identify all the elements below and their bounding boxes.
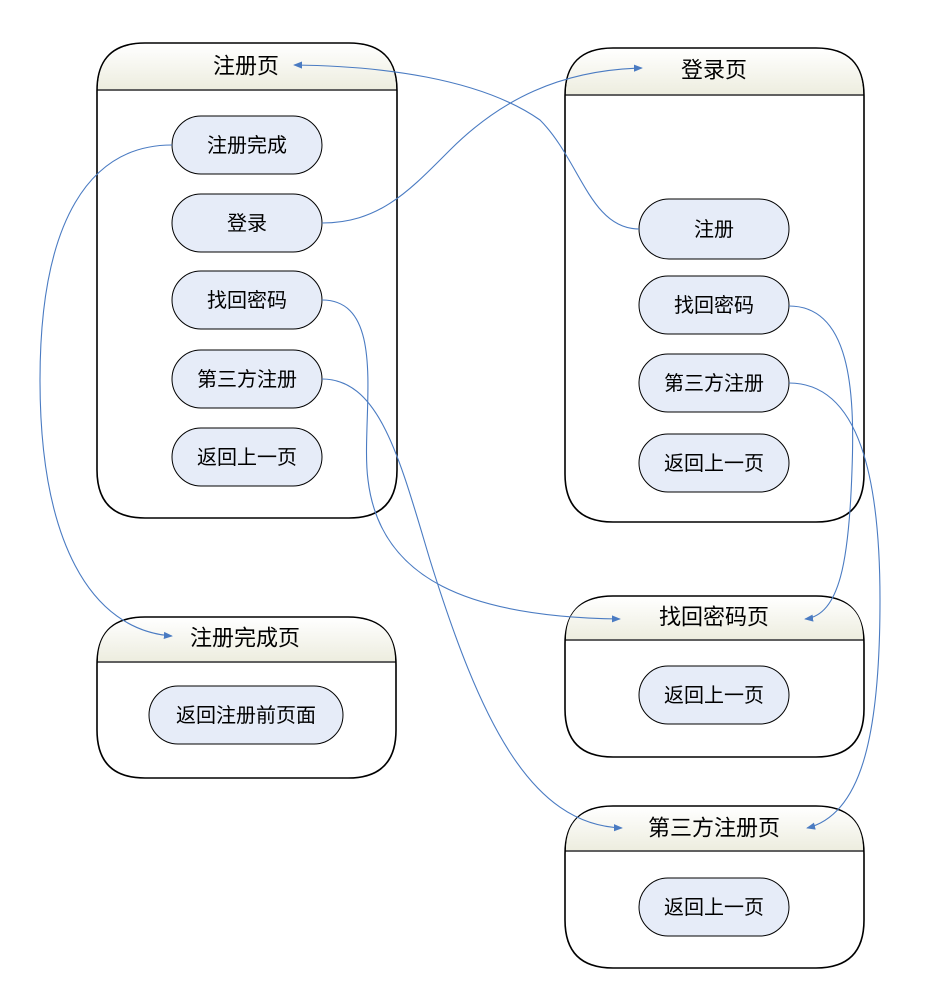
- find-password-back-button[interactable]: 返回上一页: [638, 665, 790, 725]
- back-before-register-button[interactable]: 返回注册前页面: [148, 685, 344, 745]
- arrow-login-find-to-find-page: [788, 305, 854, 622]
- register-login-button-label: 登录: [227, 211, 267, 235]
- register-login-button[interactable]: 登录: [171, 193, 323, 253]
- login-find-password-button-label: 找回密码: [674, 293, 754, 317]
- third-party-back-button-label: 返回上一页: [664, 895, 764, 919]
- find-password-page-title: 找回密码页: [659, 606, 769, 631]
- arrow-register-find-to-find-page: [321, 299, 621, 623]
- login-page-title: 登录页: [681, 59, 747, 84]
- arrow-register-login-to-login-page: [321, 64, 643, 224]
- register-complete-button[interactable]: 注册完成: [171, 115, 323, 175]
- register-find-password-button-label: 找回密码: [207, 288, 287, 312]
- login-register-button[interactable]: 注册: [638, 198, 790, 260]
- login-page: 登录页 注册 找回密码 第三方注册 返回上一页: [564, 47, 865, 523]
- third-party-back-button[interactable]: 返回上一页: [638, 877, 790, 937]
- login-back-button-label: 返回上一页: [664, 451, 764, 475]
- register-complete-page-title: 注册完成页: [190, 627, 300, 652]
- login-third-party-button[interactable]: 第三方注册: [638, 353, 790, 413]
- register-complete-page: 注册完成页 返回注册前页面: [96, 616, 397, 779]
- login-third-party-button-label: 第三方注册: [664, 371, 764, 395]
- connector-arrows: [39, 61, 881, 832]
- register-find-password-button[interactable]: 找回密码: [171, 270, 323, 330]
- login-find-password-button[interactable]: 找回密码: [638, 275, 790, 335]
- register-back-button[interactable]: 返回上一页: [171, 427, 323, 487]
- login-back-button[interactable]: 返回上一页: [638, 433, 790, 493]
- login-register-button-label: 注册: [694, 217, 734, 241]
- third-party-register-page: 第三方注册页 返回上一页: [564, 805, 865, 969]
- arrow-login-third-to-third-page: [788, 382, 881, 830]
- register-complete-button-label: 注册完成: [207, 133, 287, 157]
- find-password-back-button-label: 返回上一页: [664, 683, 764, 707]
- arrow-register-third-to-third-page: [321, 378, 623, 832]
- third-party-register-page-title: 第三方注册页: [648, 817, 780, 842]
- register-third-party-button-label: 第三方注册: [197, 367, 297, 391]
- find-password-page: 找回密码页 返回上一页: [564, 595, 865, 758]
- register-back-button-label: 返回上一页: [197, 445, 297, 469]
- arrow-login-register-to-register-page: [293, 61, 640, 230]
- register-page: 注册页 注册完成 登录 找回密码 第三方注册 返回上一页: [96, 42, 398, 519]
- arrow-complete-to-complete-page: [39, 144, 173, 639]
- register-page-title: 注册页: [213, 55, 279, 80]
- back-before-register-button-label: 返回注册前页面: [176, 703, 316, 727]
- register-third-party-button[interactable]: 第三方注册: [171, 349, 323, 409]
